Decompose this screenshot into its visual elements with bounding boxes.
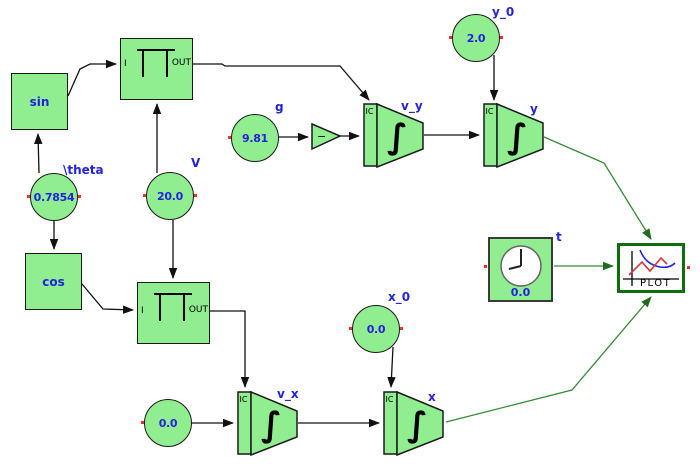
constant-theta-label: \theta bbox=[63, 163, 104, 177]
constant-theta[interactable]: 0.7854 bbox=[30, 173, 78, 221]
constant-g-label: g bbox=[275, 100, 284, 114]
cos-block-label: cos bbox=[42, 274, 65, 289]
wire-x-to-plot[interactable] bbox=[445, 296, 652, 423]
negate-gain-symbol: − bbox=[317, 130, 326, 143]
port-marker bbox=[78, 195, 81, 198]
integrator-vy-label: v_y bbox=[401, 99, 423, 113]
plot-block[interactable]: PLOT bbox=[617, 243, 685, 293]
port-marker bbox=[27, 195, 30, 198]
port-marker bbox=[143, 194, 146, 197]
integrator-y[interactable]: IC ∫ bbox=[483, 102, 545, 169]
integrator-vx[interactable]: IC ∫ bbox=[237, 390, 299, 457]
clock-value: 0.0 bbox=[510, 286, 531, 299]
wire-product-top-to-vy-ic[interactable] bbox=[193, 63, 370, 101]
port-marker bbox=[400, 327, 403, 330]
integrator-x[interactable]: IC ∫ bbox=[383, 390, 445, 457]
constant-y0-label: y_0 bbox=[492, 5, 515, 19]
ic-port-label: IC bbox=[366, 107, 374, 116]
ic-port-label: IC bbox=[486, 107, 494, 116]
constant-y0[interactable]: 2.0 bbox=[452, 14, 500, 62]
port-marker bbox=[194, 194, 197, 197]
plot-chart-icon bbox=[623, 249, 679, 286]
negate-gain-block[interactable]: − bbox=[311, 123, 343, 151]
constant-v-value: 20.0 bbox=[157, 189, 183, 203]
constant-y0-value: 2.0 bbox=[466, 31, 486, 45]
clock-face-icon bbox=[500, 245, 542, 287]
cos-block[interactable]: cos bbox=[25, 253, 82, 310]
integrator-x-label: x bbox=[428, 390, 436, 404]
plot-label: PLOT bbox=[640, 278, 672, 289]
product-block-top[interactable]: I OUT bbox=[120, 38, 193, 100]
port-marker bbox=[449, 36, 452, 39]
constant-x0-value: 0.0 bbox=[366, 322, 386, 336]
product-top-in-port-label: I bbox=[124, 59, 127, 69]
constant-g-value: 9.81 bbox=[242, 131, 268, 145]
clock-label: t bbox=[556, 230, 562, 244]
integrator-vx-label: v_x bbox=[277, 387, 299, 401]
sin-block-label: sin bbox=[29, 94, 50, 109]
wire-theta-to-sin[interactable] bbox=[34, 133, 43, 174]
integrator-vy[interactable]: IC ∫ bbox=[363, 102, 425, 169]
constant-g[interactable]: 9.81 bbox=[231, 114, 279, 162]
port-marker bbox=[687, 266, 690, 269]
port-marker bbox=[228, 136, 231, 139]
constant-x0-label: x_0 bbox=[388, 290, 411, 304]
constant-theta-value: 0.7854 bbox=[33, 190, 75, 204]
wire-x0-to-x-ic[interactable] bbox=[387, 346, 396, 388]
wire-cos-to-product-bottom[interactable] bbox=[81, 283, 134, 314]
constant-v-label: V bbox=[191, 156, 201, 170]
product-bottom-in-port-label: I bbox=[141, 306, 144, 316]
port-marker bbox=[484, 265, 487, 268]
constant-v[interactable]: 20.0 bbox=[146, 172, 194, 220]
product-top-out-port-label: OUT bbox=[171, 58, 191, 68]
port-marker bbox=[141, 421, 144, 424]
port-marker bbox=[349, 327, 352, 330]
wire-product-bottom-to-vx-ic[interactable] bbox=[210, 310, 250, 388]
product-pi-icon bbox=[137, 49, 175, 77]
wire-y-to-plot[interactable] bbox=[543, 136, 652, 240]
unconnected-port-markers bbox=[27, 36, 690, 424]
integrator-y-label: y bbox=[530, 102, 538, 116]
ic-port-label: IC bbox=[386, 395, 394, 404]
constant-vx0-value: 0.0 bbox=[158, 416, 178, 430]
integral-icon: ∫ bbox=[261, 405, 282, 445]
constant-vx0[interactable]: 0.0 bbox=[144, 399, 192, 447]
clock-block[interactable]: 0.0 bbox=[488, 237, 553, 302]
port-marker bbox=[500, 36, 503, 39]
ic-port-label: IC bbox=[240, 395, 248, 404]
integral-icon: ∫ bbox=[387, 117, 408, 157]
constant-x0[interactable]: 0.0 bbox=[352, 305, 400, 353]
product-bottom-out-port-label: OUT bbox=[188, 305, 208, 315]
integral-icon: ∫ bbox=[507, 117, 528, 157]
wire-sin-to-product-top[interactable] bbox=[67, 59, 117, 97]
sin-block[interactable]: sin bbox=[11, 73, 68, 130]
integral-icon: ∫ bbox=[407, 405, 428, 445]
product-block-bottom[interactable]: I OUT bbox=[137, 282, 210, 344]
product-pi-icon bbox=[154, 293, 192, 321]
